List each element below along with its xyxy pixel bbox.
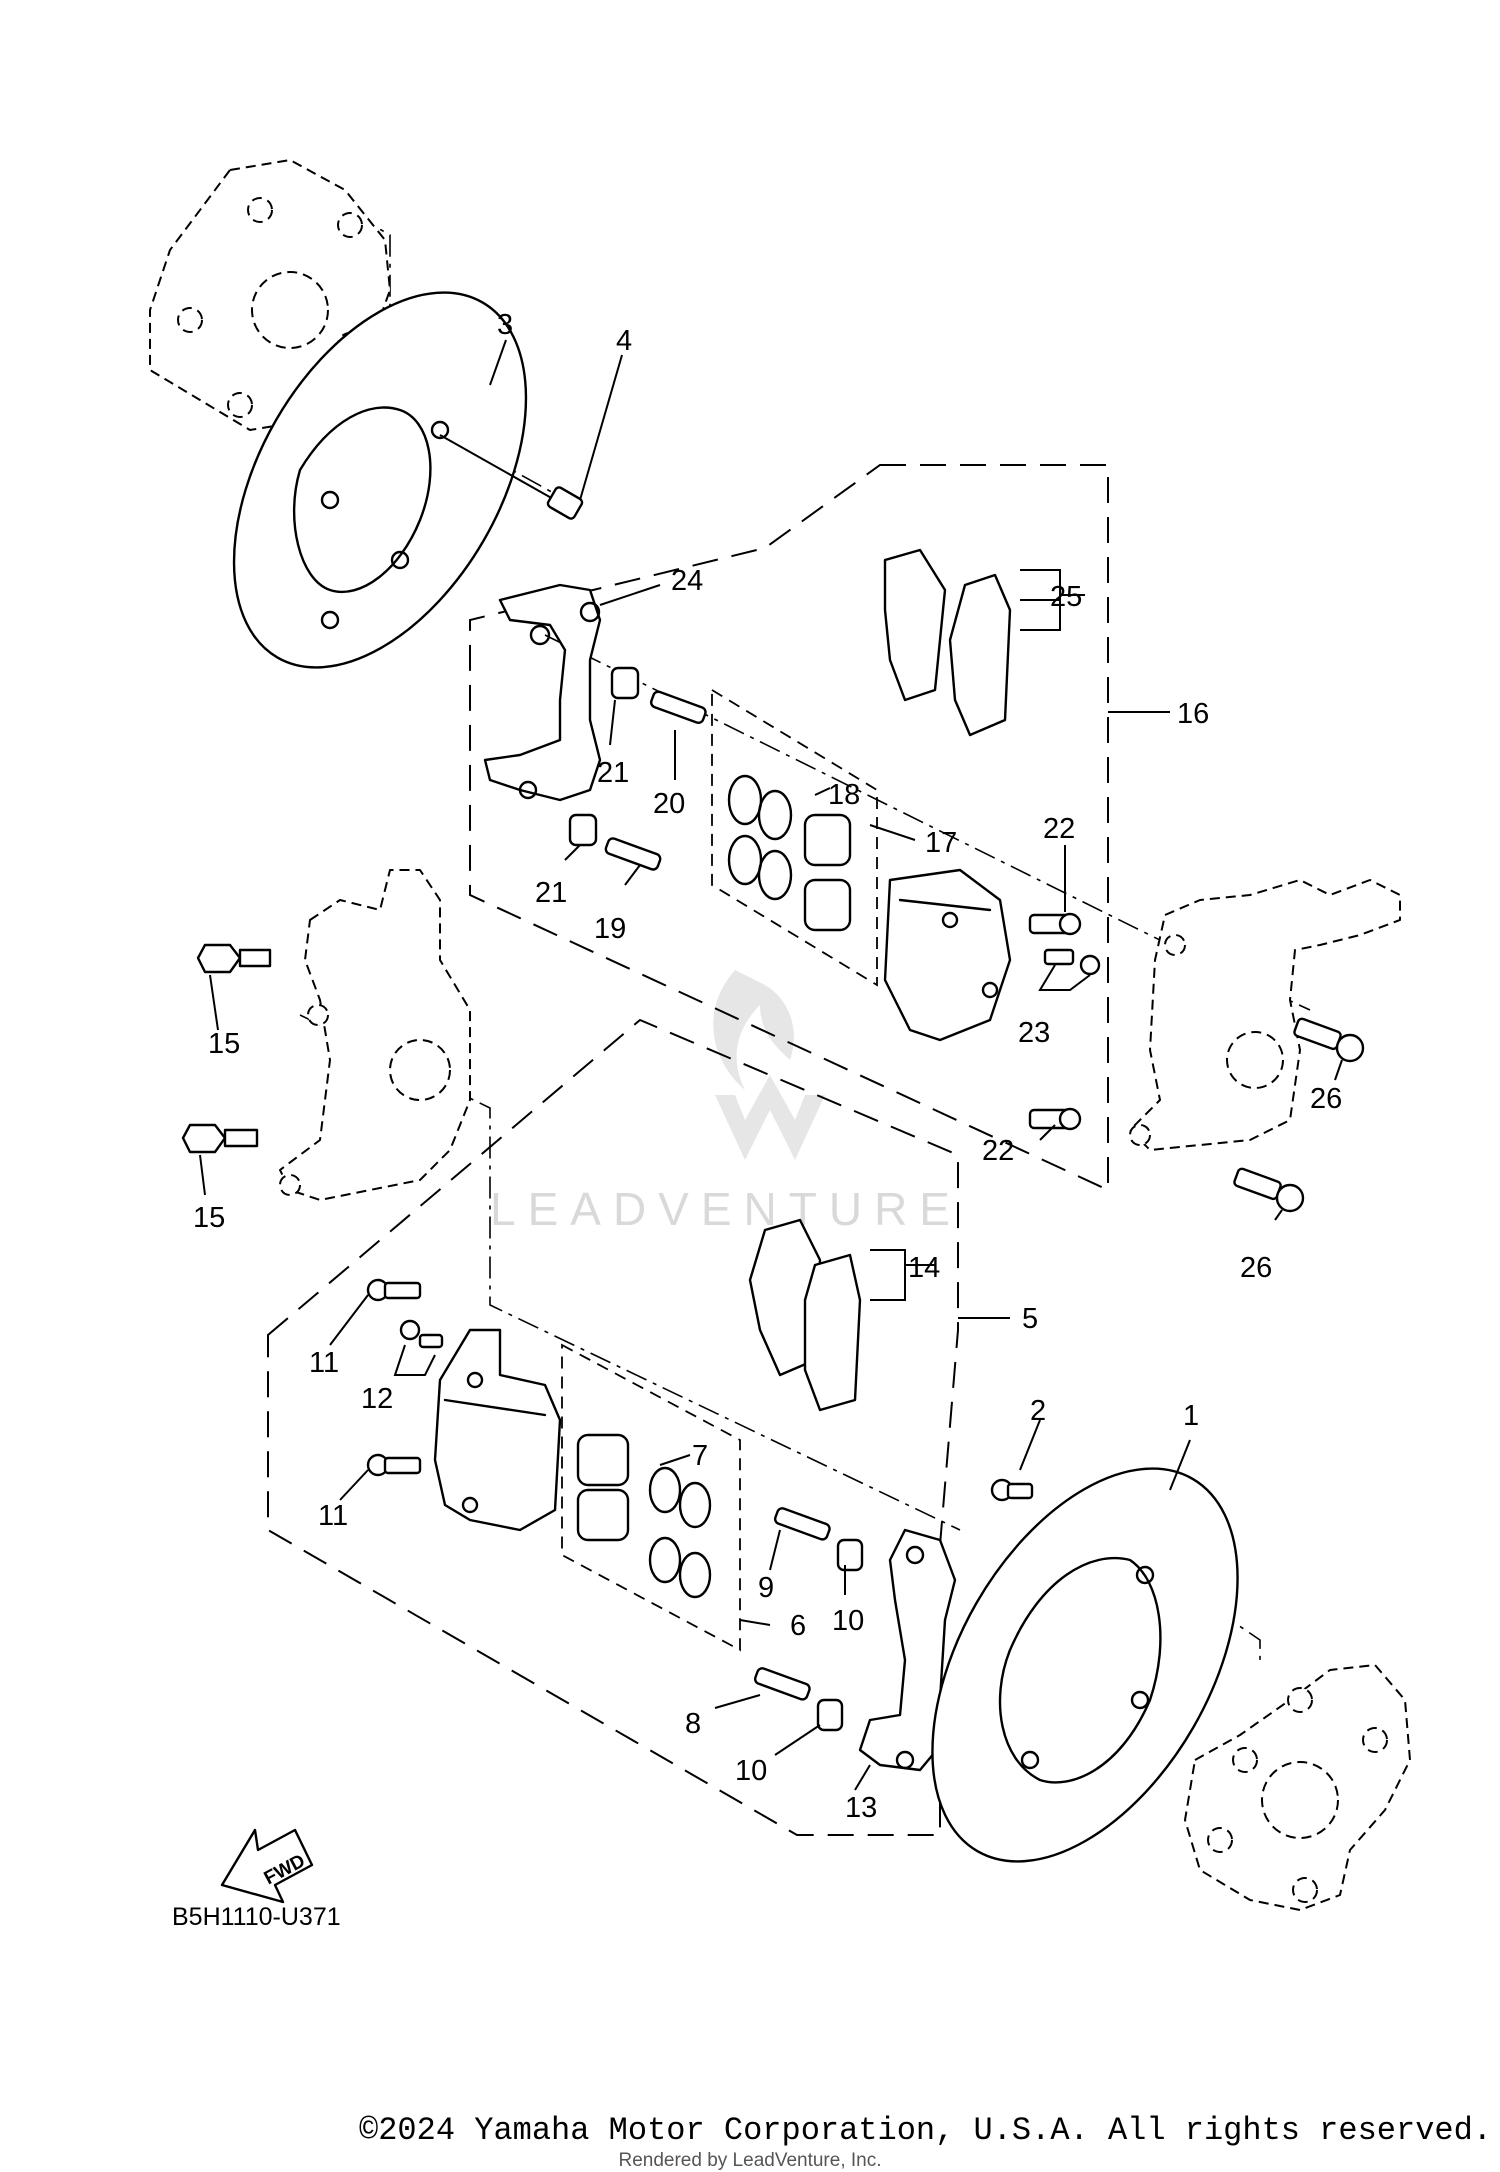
- callout-25: 25: [1050, 581, 1082, 613]
- slide-pin-20: [649, 690, 707, 724]
- assembly-box-6: [561, 1343, 741, 1652]
- slide-pin-9: [773, 1507, 831, 1541]
- callout-15-upper: 15: [208, 1028, 240, 1060]
- hub-lower-ghost: [1184, 1664, 1411, 1911]
- bolt-11-upper: [366, 1278, 422, 1302]
- caliper-body-upper: [883, 868, 1012, 1042]
- bolt-11-lower: [366, 1453, 422, 1477]
- callout-11-upper: 11: [309, 1347, 339, 1379]
- callout-3: 3: [497, 309, 513, 341]
- caliper-body-lower: [433, 1328, 562, 1532]
- callout-12: 12: [361, 1383, 393, 1415]
- callout-26-upper: 26: [1310, 1083, 1342, 1115]
- diagram-part-code: B5H1110-U371: [172, 1903, 341, 1931]
- callout-21-upper: 21: [597, 757, 629, 789]
- knuckle-right-ghost: [1129, 879, 1401, 1151]
- slide-pin-8: [753, 1667, 811, 1701]
- callout-17: 17: [925, 827, 957, 859]
- boot-10-upper: [836, 1538, 864, 1572]
- caliper-bracket-13: [858, 1528, 957, 1772]
- callout-22-lower: 22: [982, 1135, 1014, 1167]
- assembly-box-17: [711, 688, 878, 987]
- bolt-22-upper: [1028, 912, 1082, 936]
- callout-5: 5: [1022, 1303, 1038, 1335]
- watermark-text: LEADVENTURE: [490, 1183, 962, 1235]
- callout-1: 1: [1183, 1400, 1199, 1432]
- bolt-15-lower: [181, 1123, 259, 1154]
- callout-7: 7: [692, 1440, 708, 1472]
- bleeder-23: [1043, 948, 1101, 976]
- bolt-22-lower: [1028, 1107, 1082, 1131]
- callout-6: 6: [790, 1610, 806, 1642]
- brake-pads-14: [748, 1218, 862, 1412]
- callout-22-upper: 22: [1043, 813, 1075, 845]
- pistons-17: [803, 813, 852, 932]
- callout-15-lower: 15: [193, 1202, 225, 1234]
- callout-13: 13: [845, 1792, 877, 1824]
- rendered-by-notice: Rendered by LeadVenture, Inc.: [618, 2150, 882, 2171]
- callout-10-lower: 10: [735, 1755, 767, 1787]
- callout-14: 14: [908, 1252, 940, 1284]
- bleeder-12: [399, 1319, 444, 1349]
- callout-11-lower: 11: [318, 1500, 348, 1532]
- bolt-15-upper: [196, 943, 272, 974]
- brake-disc-lower: [931, 1467, 1239, 1863]
- leader-lines: [199, 339, 1343, 1791]
- callout-23: 23: [1018, 1017, 1050, 1049]
- boot-10-lower: [816, 1698, 844, 1732]
- bolt-26-lower: [1233, 1167, 1305, 1213]
- caliper-bracket-24: [483, 583, 602, 802]
- bolt-4: [439, 434, 584, 520]
- fwd-arrow-icon: FWD: [220, 1828, 314, 1904]
- bolt-2: [990, 1478, 1034, 1502]
- callout-26-lower: 26: [1240, 1252, 1272, 1284]
- piston-seals-18: [727, 774, 793, 901]
- callout-2: 2: [1030, 1395, 1046, 1427]
- piston-seals-7: [648, 1466, 712, 1599]
- leadventure-watermark: LEADVENTURE: [490, 970, 962, 1235]
- boot-21-lower: [568, 813, 598, 847]
- center-line-lower: [299, 1014, 961, 1531]
- copyright-notice: ©2024 Yamaha Motor Corporation, U.S.A. A…: [359, 2112, 1492, 2149]
- pistons-lower: [576, 1433, 630, 1542]
- callout-9: 9: [758, 1572, 774, 1604]
- callout-10-upper: 10: [832, 1605, 864, 1637]
- callout-24: 24: [671, 565, 703, 597]
- callout-21-lower: 21: [535, 877, 567, 909]
- callout-8: 8: [685, 1708, 701, 1740]
- callout-16: 16: [1177, 698, 1209, 730]
- brake-disc-upper: [232, 291, 528, 669]
- callout-19: 19: [594, 913, 626, 945]
- slide-pin-19: [604, 837, 662, 871]
- assembly-box-16: [469, 464, 1109, 1192]
- brake-pads-25: [883, 548, 1012, 737]
- callout-18: 18: [828, 779, 860, 811]
- bolt-26-upper: [1293, 1017, 1365, 1063]
- knuckle-left-ghost: [279, 869, 471, 1201]
- callout-4: 4: [616, 325, 632, 357]
- boot-21-upper: [610, 666, 640, 700]
- callout-20: 20: [653, 788, 685, 820]
